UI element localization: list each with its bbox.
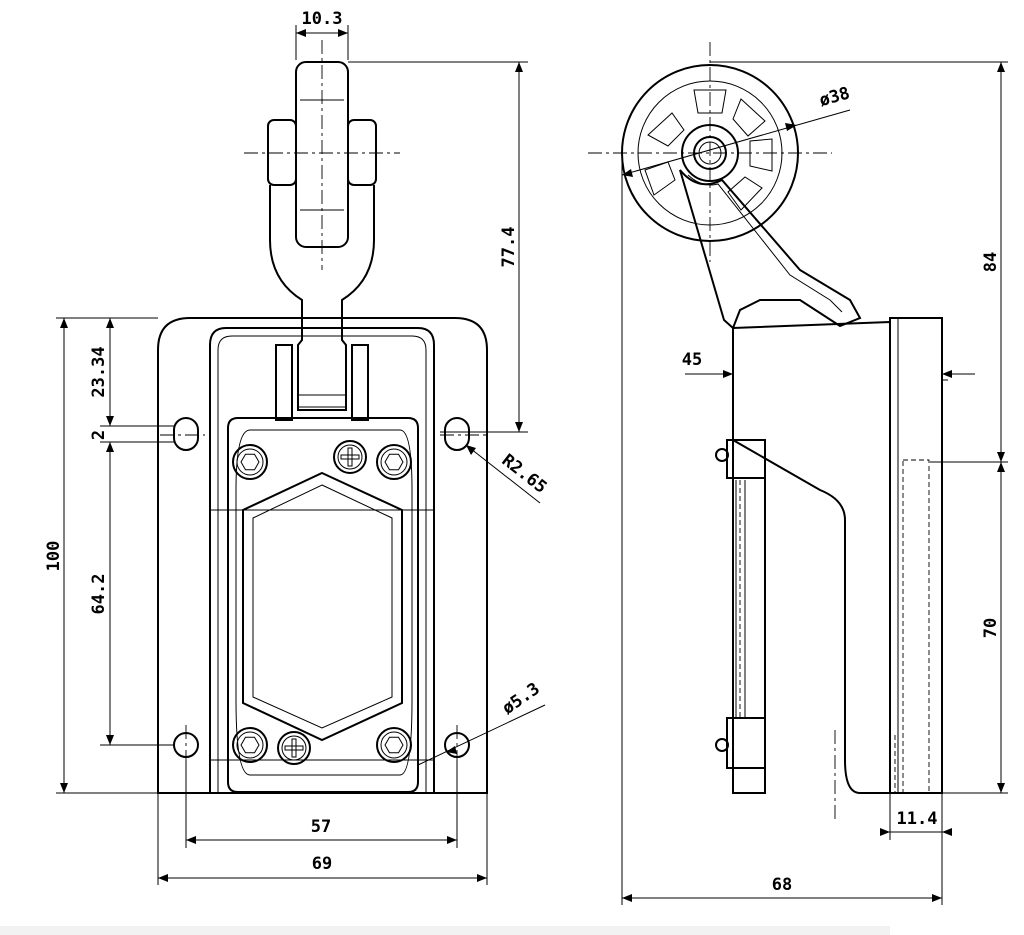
screw-hex-top-left: [232, 444, 268, 480]
front-lever-arm: [269, 185, 375, 421]
side-roller-wheel: [588, 42, 832, 262]
dim-bottom-horizontal: 57 69: [157, 760, 488, 885]
side-body: [715, 317, 948, 822]
screw-hex-top-right: [376, 444, 412, 480]
dim-label-arm-height: 77.4: [499, 227, 519, 268]
dim-label-total-depth: 68: [772, 875, 792, 895]
dim-roller-width: 10.3: [295, 9, 349, 60]
dim-side-bottom: 11.4 68: [621, 153, 952, 905]
dim-label-body-height: 100: [44, 541, 64, 572]
screw-phillips-top: [333, 440, 367, 474]
dim-arm-height: 77.4: [348, 61, 528, 433]
dim-label-arm-angle: 45: [682, 350, 702, 370]
dim-label-base-height: 70: [981, 618, 1001, 638]
dim-label-roller-diameter: ø38: [817, 83, 852, 111]
front-view: 10.3 77.4 R2.65 ø5.3: [44, 9, 550, 885]
dim-hole-diameter: ø5.3: [417, 679, 546, 766]
side-view: ø38 45 84 70: [588, 42, 1008, 905]
dim-arm-angle: 45: [682, 350, 975, 378]
bottom-scroll-strip: [0, 926, 890, 935]
dim-right-vertical: 84 70: [710, 61, 1008, 794]
dim-label-slot-offset: 2: [89, 430, 109, 440]
front-body: [157, 317, 490, 800]
front-switch-plate: [227, 417, 419, 793]
dim-label-top-to-hole: 23.34: [89, 346, 109, 397]
side-lever-arm: [679, 169, 862, 330]
dim-label-hole-diameter: ø5.3: [499, 679, 544, 719]
dim-label-body-width: 69: [312, 854, 332, 874]
dim-label-total-height: 84: [981, 252, 1001, 272]
dim-label-hole-horizontal-pitch: 57: [311, 817, 331, 837]
dim-label-roller-width: 10.3: [302, 9, 343, 29]
dim-left-vertical: 100 23.34 2 64.2: [44, 317, 175, 794]
front-roller: [244, 40, 400, 270]
dim-label-cover-depth: 11.4: [897, 809, 938, 829]
dim-label-hole-vertical-pitch: 64.2: [89, 574, 109, 615]
screw-phillips-bottom: [277, 731, 311, 765]
screw-hex-bottom-right: [376, 727, 412, 763]
dim-hole-radius: R2.65: [465, 444, 550, 504]
